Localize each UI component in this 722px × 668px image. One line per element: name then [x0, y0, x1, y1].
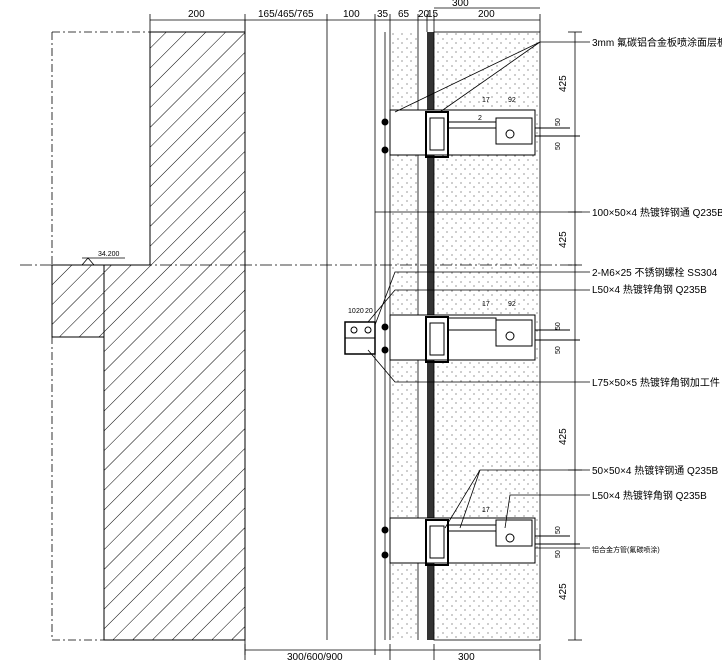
- bracket-assembly-2: [344, 314, 580, 363]
- c-dim-17: 17: [482, 507, 490, 514]
- dim-20: 20: [418, 9, 430, 20]
- b-dim-17: 17: [482, 301, 490, 308]
- label-bolts: 2-M6×25 不锈钢螺栓 SS304: [592, 266, 718, 279]
- label-steel-tube-50: 50×50×4 热镀锌钢通 Q235B: [592, 464, 719, 477]
- dim-300-bottom: 300: [458, 652, 475, 663]
- elevation-marker: 34.200: [81, 251, 125, 266]
- label-angle-l75: L75×50×5 热镀锌角钢加工件 Q235B: [592, 376, 722, 389]
- a-dim-50b: 50: [555, 142, 562, 150]
- dim-300-top: 300: [452, 0, 469, 9]
- elevation-value: 34.200: [98, 251, 120, 258]
- b-dim-50a: 50: [555, 322, 562, 330]
- b-dim-50b: 50: [555, 346, 562, 354]
- a-dim-2: 2: [478, 115, 482, 122]
- dim-425-3: 425: [558, 428, 569, 445]
- top-dimension-chain: [149, 7, 541, 32]
- label-angle-l50-2: L50×4 热镀锌角钢 Q235B: [592, 489, 707, 502]
- a-dim-50a: 50: [555, 118, 562, 126]
- floor-slab: [51, 264, 105, 338]
- right-dimension-chain: [568, 31, 582, 641]
- bottom-dimension-chain: [244, 640, 541, 660]
- side-dim-20b: 20: [365, 308, 373, 315]
- dim-425-2: 425: [558, 231, 569, 248]
- side-dim-20a: 20: [356, 308, 364, 315]
- label-aluminium-panel: 3mm 氟碳铝合金板喷涂面层板: [592, 36, 722, 49]
- bracket-assembly-3: [381, 517, 580, 566]
- a-dim-17: 17: [482, 97, 490, 104]
- a-dim-92: 92: [508, 97, 516, 104]
- dim-425-1: 425: [558, 75, 569, 92]
- b-dim-92: 92: [508, 301, 516, 308]
- concrete-wall: [103, 31, 246, 641]
- dim-35: 35: [377, 9, 389, 20]
- dim-425-4: 425: [558, 583, 569, 600]
- c-dim-50b: 50: [555, 550, 562, 558]
- dim-165-465-765: 165/465/765: [258, 9, 314, 20]
- dim-200-right: 200: [478, 9, 495, 20]
- dim-200-left: 200: [188, 9, 205, 20]
- dim-300-600-900: 300/600/900: [287, 652, 343, 663]
- bracket-assembly-1: [381, 109, 580, 158]
- dim-15: 15: [427, 9, 439, 20]
- dim-100: 100: [343, 9, 360, 20]
- label-angle-l50-1: L50×4 热镀锌角钢 Q235B: [592, 283, 707, 296]
- side-dim-10: 10: [348, 308, 356, 315]
- label-steel-tube-100: 100×50×4 热镀锌钢通 Q235B: [592, 206, 722, 219]
- label-aluminium-tube: 铝合金方管(氟碳喷涂): [592, 545, 660, 554]
- c-dim-50a: 50: [555, 526, 562, 534]
- leader-lines: [367, 41, 590, 549]
- dim-65: 65: [398, 9, 410, 20]
